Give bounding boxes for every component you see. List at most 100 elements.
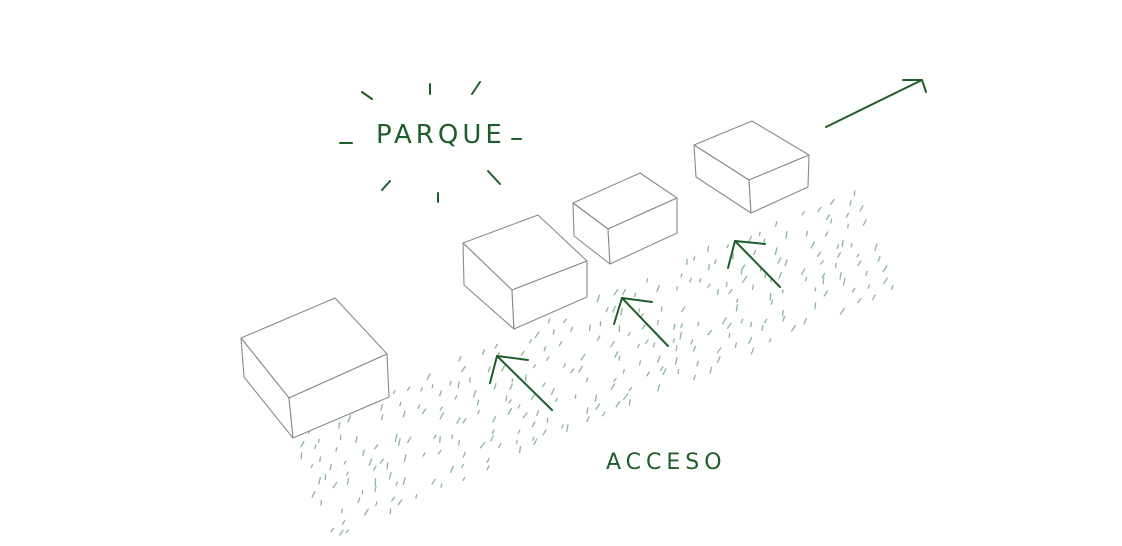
grass-mark bbox=[586, 416, 590, 422]
grass-mark bbox=[656, 320, 659, 326]
grass-mark bbox=[646, 371, 650, 377]
grass-mark bbox=[486, 465, 490, 471]
grass-mark bbox=[318, 476, 321, 485]
grass-mark bbox=[680, 323, 683, 329]
grass-mark bbox=[859, 205, 864, 212]
grass-mark bbox=[615, 400, 621, 408]
grass-mark bbox=[853, 190, 856, 197]
grass-mark bbox=[857, 260, 862, 267]
grass-mark bbox=[388, 471, 392, 480]
grass-mark bbox=[300, 452, 303, 460]
grass-mark bbox=[340, 508, 343, 514]
grass-mark bbox=[402, 410, 406, 418]
grass-mark bbox=[782, 315, 786, 322]
grass-mark bbox=[507, 407, 513, 416]
grass-mark bbox=[310, 464, 314, 469]
grass-mark bbox=[391, 496, 396, 502]
grass-mark bbox=[528, 338, 532, 344]
grass-mark bbox=[508, 399, 512, 404]
grass-mark bbox=[672, 338, 675, 343]
grass-mark bbox=[657, 384, 661, 392]
grass-mark bbox=[781, 310, 784, 317]
grass-mark bbox=[641, 324, 646, 330]
grass-mark bbox=[814, 302, 817, 310]
building-block-4 bbox=[693, 120, 810, 214]
grass-mark bbox=[638, 360, 642, 366]
grass-mark bbox=[740, 318, 744, 324]
grass-mark bbox=[734, 342, 738, 348]
grass-mark bbox=[816, 251, 822, 258]
grass-mark bbox=[883, 277, 888, 284]
grass-mark bbox=[505, 395, 508, 402]
grass-mark bbox=[520, 350, 525, 356]
grass-mark bbox=[335, 447, 338, 453]
grass-mark bbox=[736, 298, 739, 304]
grass-mark bbox=[357, 497, 361, 504]
grass-mark bbox=[439, 406, 443, 411]
grass-mark bbox=[728, 288, 733, 295]
park-rays bbox=[339, 81, 522, 203]
grass-mark bbox=[330, 527, 334, 533]
grass-mark bbox=[449, 380, 452, 386]
park-label: PARQUE bbox=[376, 120, 506, 150]
grass-mark bbox=[636, 343, 640, 348]
grass-mark bbox=[431, 478, 436, 485]
grass-mark bbox=[300, 440, 305, 448]
grass-mark bbox=[406, 386, 411, 392]
grass-mark bbox=[692, 345, 697, 352]
grass-mark bbox=[817, 206, 822, 212]
grass-mark bbox=[839, 307, 845, 315]
grass-mark bbox=[456, 417, 461, 424]
grass-mark bbox=[847, 223, 849, 229]
grass-mark bbox=[822, 277, 825, 285]
grass-mark bbox=[841, 239, 844, 247]
grass-mark bbox=[708, 263, 710, 271]
grass-mark bbox=[784, 259, 788, 267]
grass-mark bbox=[614, 351, 619, 358]
grass-mark bbox=[845, 212, 850, 218]
grass-mark bbox=[339, 529, 344, 536]
grass-mark bbox=[437, 449, 442, 455]
grass-mark bbox=[774, 247, 778, 256]
grass-mark bbox=[422, 408, 427, 415]
grass-mark bbox=[534, 331, 540, 339]
grass-mark bbox=[850, 242, 853, 248]
grass-mark bbox=[345, 529, 349, 534]
grass-mark bbox=[462, 476, 466, 481]
grass-mark bbox=[857, 297, 862, 304]
grass-mark bbox=[476, 399, 480, 406]
grass-mark bbox=[332, 482, 338, 489]
grass-mark bbox=[543, 346, 547, 352]
grass-mark bbox=[402, 477, 406, 486]
grass-mark bbox=[753, 249, 757, 256]
grass-mark bbox=[536, 409, 540, 416]
grass-mark bbox=[596, 335, 601, 342]
grass-mark bbox=[768, 338, 772, 343]
grass-mark bbox=[515, 439, 518, 445]
grass-mark bbox=[558, 340, 563, 347]
grass-mark bbox=[829, 198, 835, 206]
grass-mark bbox=[851, 287, 856, 293]
building-block-3 bbox=[572, 172, 678, 265]
grass-mark bbox=[810, 241, 815, 249]
grass-mark bbox=[732, 253, 735, 260]
grass-mark bbox=[622, 288, 627, 296]
grass-mark bbox=[656, 284, 660, 293]
grass-mark bbox=[696, 360, 699, 367]
grass-mark bbox=[686, 258, 688, 266]
access-arrow-3 bbox=[727, 240, 781, 288]
grass-mark bbox=[355, 436, 358, 444]
grass-mark bbox=[346, 478, 350, 485]
grass-mark bbox=[386, 462, 389, 470]
grass-mark bbox=[439, 390, 442, 397]
grass-mark bbox=[578, 365, 584, 373]
grass-mark bbox=[433, 434, 437, 440]
grass-mark bbox=[458, 356, 462, 362]
grass-mark bbox=[440, 483, 443, 488]
grass-mark bbox=[872, 294, 876, 301]
grass-mark bbox=[698, 278, 702, 283]
grass-mark bbox=[748, 235, 753, 243]
grass-mark bbox=[761, 325, 764, 332]
grass-mark bbox=[546, 356, 550, 361]
grass-mark bbox=[764, 273, 767, 279]
